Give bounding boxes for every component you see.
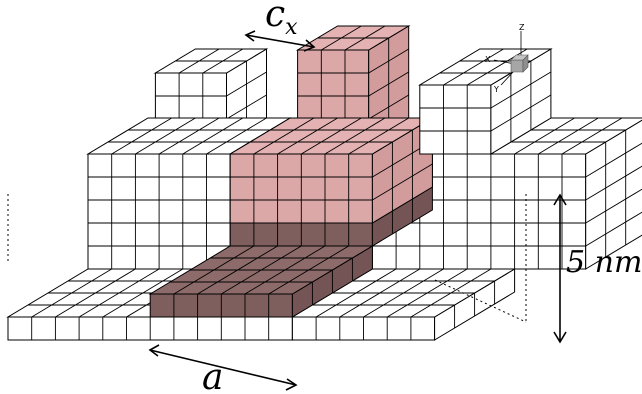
voxel-grid-line	[490, 71, 552, 109]
cx-label-main: c	[265, 0, 285, 35]
voxel-blocks	[6, 25, 642, 341]
voxel-grid-line	[324, 117, 386, 155]
voxel-grid-line	[253, 117, 315, 155]
cx-label-sub: x	[285, 15, 298, 40]
voxel-grid-line	[277, 117, 338, 155]
voxel-grid-line	[585, 211, 642, 247]
voxel-grid-line	[585, 188, 642, 224]
x-axis-label: X	[485, 55, 491, 64]
axis-cube-face	[510, 59, 524, 73]
cx-arrow	[244, 30, 316, 52]
axis-cube-face	[510, 54, 529, 61]
voxel-grid-line	[372, 163, 433, 201]
voxel-grid-line	[111, 117, 172, 155]
voxel-grid-line	[514, 117, 575, 155]
voxel-grid-line	[348, 117, 409, 155]
voxel-grid-line	[585, 165, 642, 201]
voxel-grid-line	[206, 117, 267, 155]
y-axis-label: Y	[493, 85, 499, 94]
y-axis-line	[500, 70, 515, 86]
voxel-grid-line	[301, 117, 362, 155]
voxel-grid-line	[182, 117, 244, 155]
z-axis-label: Z	[519, 23, 525, 32]
guide-line-base	[434, 279, 527, 323]
voxel-grid-line	[158, 117, 220, 155]
cx-label: cx	[265, 0, 298, 40]
height-arrow	[553, 193, 567, 344]
voxel-grid-line	[490, 94, 552, 132]
a-arrow	[148, 344, 298, 391]
voxel-grid-line	[538, 117, 599, 155]
axis-cube-icon	[510, 54, 529, 73]
block-front-face	[419, 84, 492, 155]
voxel-grid-line	[561, 117, 623, 155]
voxel-grid-line	[443, 48, 504, 86]
height-label: 5 nm	[566, 245, 642, 280]
orientation-triad: Z X Y	[485, 23, 529, 94]
a-label: a	[202, 357, 223, 394]
voxel-grid-line	[585, 142, 642, 178]
guide-lines	[7, 194, 527, 323]
voxel-grid-line	[135, 117, 196, 155]
